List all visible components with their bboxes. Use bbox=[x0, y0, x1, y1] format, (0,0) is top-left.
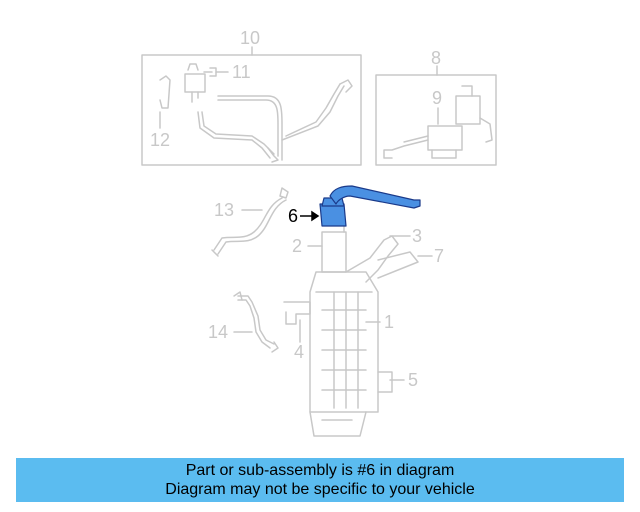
callout-13: 13 bbox=[214, 200, 234, 220]
callout-5: 5 bbox=[408, 370, 418, 390]
caption-banner: Part or sub-assembly is #6 in diagram Di… bbox=[16, 458, 624, 502]
callout-9: 9 bbox=[432, 88, 442, 108]
callout-2: 2 bbox=[292, 236, 302, 256]
callout-3: 3 bbox=[412, 226, 422, 246]
caption-line-1: Part or sub-assembly is #6 in diagram bbox=[185, 462, 455, 479]
parts-diagram: 10 11 12 8 9 13 6 2 3 7 1 4 14 5 bbox=[141, 28, 497, 437]
callout-8: 8 bbox=[431, 48, 441, 68]
callout-7: 7 bbox=[434, 246, 444, 266]
callout-10: 10 bbox=[240, 28, 260, 48]
callout-12: 12 bbox=[150, 130, 170, 150]
hose-assembly-10 bbox=[159, 63, 353, 163]
subassembly-box-8 bbox=[375, 74, 497, 166]
caption-line-2: Diagram may not be specific to your vehi… bbox=[165, 481, 475, 498]
canister-assembly bbox=[283, 221, 419, 437]
hose-part-13 bbox=[211, 187, 289, 257]
subassembly-box-10 bbox=[141, 54, 362, 166]
callout-1: 1 bbox=[384, 312, 394, 332]
valve-assembly-9 bbox=[383, 85, 493, 159]
hose-part-14 bbox=[233, 291, 279, 353]
callout-4: 4 bbox=[294, 342, 304, 362]
callout-14: 14 bbox=[208, 322, 228, 342]
callout-11: 11 bbox=[232, 62, 251, 82]
callout-6: 6 bbox=[288, 206, 298, 226]
highlighted-part-6 bbox=[319, 185, 421, 227]
